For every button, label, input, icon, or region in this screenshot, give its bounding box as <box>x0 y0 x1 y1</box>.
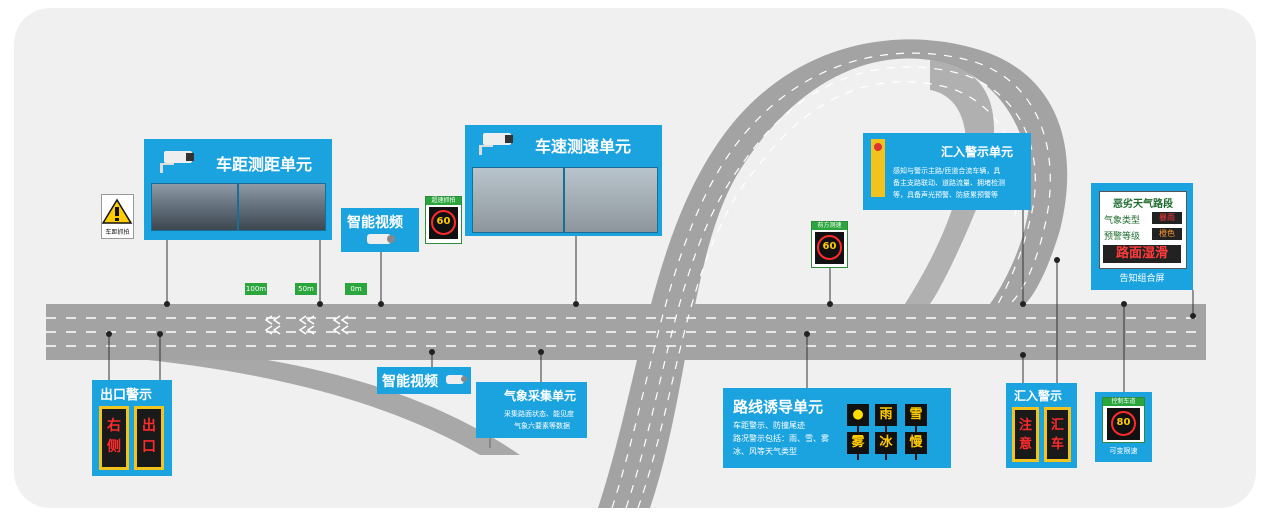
exit-warning-panel: 出口警示 右 侧 出 口 <box>92 380 172 476</box>
variable-limit-panel: 控制车道 80 可变限速 <box>1095 392 1152 462</box>
smart-video-top-title: 智能视频 <box>347 215 403 231</box>
camera-icon <box>479 133 513 155</box>
exit-led-1-char-2: 侧 <box>107 439 121 455</box>
distance-capture-sign: 车距抓拍 <box>101 194 134 239</box>
route-guidance-title: 路线诱导单元 <box>733 398 824 416</box>
camera-icon <box>160 151 194 173</box>
speed-unit-panel: 车速测速单元 <box>465 125 662 236</box>
merge-unit-desc-2: 备主支路联动、道路流量、拥堵检测 <box>893 179 1005 187</box>
merge-light-pole <box>871 139 885 197</box>
smart-video-bottom-panel: 智能视频 <box>377 367 471 394</box>
speed-capture-sign-face: 60 <box>429 207 458 239</box>
distance-unit-panel: 车距测距单元 <box>144 139 332 240</box>
variable-limit-face: 80 <box>1107 408 1140 440</box>
weather-screen-panel: 恶劣天气路段 气象类型 暴雨 预警等级 橙色 路面湿滑 告知组合屏 <box>1091 183 1193 290</box>
distance-marker-100: 100m <box>245 283 267 295</box>
connector-dots <box>106 257 1196 358</box>
weather-screen: 恶劣天气路段 气象类型 暴雨 预警等级 橙色 路面湿滑 <box>1099 191 1187 269</box>
ramp-loop <box>905 60 995 304</box>
merge-unit-title: 汇入警示单元 <box>941 145 1014 159</box>
merge-led-2-char-2: 车 <box>1050 437 1064 452</box>
merge-warning-panel: 汇入警示 注 意 汇 车 <box>1006 383 1077 468</box>
route-guidance-desc-1: 车距警示、防撞尾迹 <box>733 421 805 430</box>
guidance-light-icon: ● <box>847 404 869 432</box>
speed-camera-photo-2 <box>564 167 658 233</box>
exit-led-screen-1: 右 侧 <box>99 406 129 470</box>
bullet-camera-icon <box>367 234 395 244</box>
guidance-glyph-fog: 雾 <box>847 432 869 460</box>
front-speed-value: 60 <box>822 241 837 252</box>
distance-camera-photo-1 <box>151 183 238 231</box>
distance-capture-sign-label: 车距抓拍 <box>105 229 130 236</box>
exit-led-screen-2: 出 口 <box>134 406 164 470</box>
connector-lines <box>108 200 1194 392</box>
speed-capture-sign: 超速抓拍 60 <box>425 196 462 244</box>
merge-unit-desc-1: 感知与警示主路/匝道合流车辆，具 <box>893 167 1001 175</box>
flyover-loop <box>598 39 1068 508</box>
smart-video-bottom-title: 智能视频 <box>382 374 438 390</box>
loop-lane-markings <box>611 52 1051 509</box>
exit-led-2-char-2: 口 <box>142 439 156 455</box>
weather-screen-caption: 告知组合屏 <box>1119 274 1165 284</box>
weather-type-value: 暴雨 <box>1152 212 1182 224</box>
front-speed-sign-label: 前方测速 <box>812 222 847 230</box>
exit-led-1-char-1: 右 <box>107 418 121 434</box>
weather-screen-header: 恶劣天气路段 <box>1113 199 1173 210</box>
route-guidance-desc-3: 冰、风等天气类型 <box>733 447 797 456</box>
weather-unit-panel: 气象采集单元 采集路面状态、能见度 气象六要素等数据 <box>476 382 587 438</box>
merge-led-screen-2: 汇 车 <box>1044 407 1071 462</box>
exit-warning-title: 出口警示 <box>100 388 153 403</box>
speed-limit-ring <box>431 210 456 235</box>
distance-marker-50: 50m <box>295 283 317 295</box>
guidance-glyph-slow: 慢 <box>905 432 927 460</box>
merge-light-lamp <box>874 143 882 151</box>
weather-unit-desc-2: 气象六要素等数据 <box>514 422 570 430</box>
warning-level-label: 预警等级 <box>1104 232 1141 242</box>
front-speed-sign: 前方测速 60 <box>811 221 848 268</box>
guidance-glyph-ice: 冰 <box>875 432 897 460</box>
exit-led-2-char-1: 出 <box>142 418 156 434</box>
merge-led-1-char-2: 意 <box>1018 437 1032 452</box>
merge-led-1-char-1: 注 <box>1018 418 1032 433</box>
speed-limit-ring <box>1111 411 1136 436</box>
merge-warning-title: 汇入警示 <box>1014 389 1063 403</box>
merge-unit-panel: 汇入警示单元 感知与警示主路/匝道合流车辆，具 备主支路联动、道路流量、拥堵检测… <box>863 133 1031 210</box>
lane-markings <box>46 317 1206 347</box>
weather-unit-title: 气象采集单元 <box>504 389 577 403</box>
merge-unit-desc-3: 等，具备声光预警、防疲累预警等 <box>893 191 998 199</box>
distance-unit-title: 车距测距单元 <box>216 155 313 174</box>
variable-limit-value: 80 <box>1116 417 1131 428</box>
speed-limit-ring <box>817 235 842 260</box>
chevron-markings <box>264 315 349 335</box>
bullet-camera-icon <box>446 375 467 384</box>
speed-unit-title: 车速测速单元 <box>535 137 632 156</box>
guidance-glyph-snow: 雪 <box>905 404 927 432</box>
route-guidance-panel: 路线诱导单元 车距警示、防撞尾迹 路况警示包括：雨、雪、雾 冰、风等天气类型 ●… <box>723 388 951 468</box>
merge-led-2-char-1: 汇 <box>1050 418 1064 433</box>
speed-camera-photo-1 <box>472 167 564 233</box>
weather-type-label: 气象类型 <box>1104 216 1141 226</box>
speed-capture-value: 60 <box>436 216 451 227</box>
merge-led-screen-1: 注 意 <box>1012 407 1039 462</box>
warning-level-value: 橙色 <box>1152 228 1182 240</box>
variable-limit-sign-label: 控制车道 <box>1103 398 1144 406</box>
front-speed-sign-face: 60 <box>815 232 844 264</box>
smart-video-top-panel: 智能视频 <box>341 208 419 252</box>
warning-triangle-icon <box>102 198 133 224</box>
guidance-glyph-rain: 雨 <box>875 404 897 432</box>
route-guidance-desc-2: 路况警示包括：雨、雪、雾 <box>733 434 829 443</box>
variable-limit-sign: 控制车道 80 <box>1102 397 1145 443</box>
weather-unit-desc-1: 采集路面状态、能见度 <box>504 410 574 418</box>
distance-marker-0: 0m <box>345 283 367 295</box>
variable-limit-caption: 可变限速 <box>1109 447 1138 455</box>
weather-main-text: 路面湿滑 <box>1103 245 1181 263</box>
distance-camera-photo-2 <box>238 183 326 231</box>
speed-capture-sign-label: 超速抓拍 <box>426 197 461 205</box>
